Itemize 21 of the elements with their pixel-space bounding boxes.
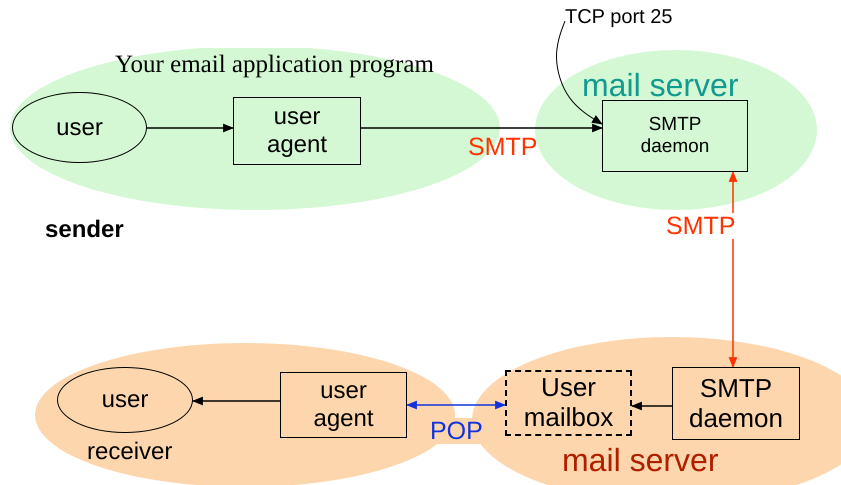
port-note: TCP port 25 xyxy=(565,6,710,36)
process-box: user agent xyxy=(233,97,361,165)
server-region xyxy=(535,50,818,210)
arrow xyxy=(406,400,506,410)
user-ellipse: user xyxy=(57,367,193,433)
arrow xyxy=(630,402,672,410)
edge-label: SMTP xyxy=(467,134,538,160)
leader-line xyxy=(556,20,603,125)
process-box: SMTP daemon xyxy=(602,100,748,172)
arrow xyxy=(192,396,280,406)
mailbox-box: User mailbox xyxy=(505,370,632,436)
process-box: SMTP daemon xyxy=(672,367,800,440)
user-ellipse: user xyxy=(12,92,147,163)
arrow xyxy=(361,124,604,132)
arrow xyxy=(147,124,234,132)
edge-label: SMTP xyxy=(664,213,738,240)
role-caption: receiver xyxy=(87,439,172,466)
region-heading: Your email application program xyxy=(115,51,434,78)
role-caption: sender xyxy=(45,217,124,244)
process-box: user agent xyxy=(280,372,407,438)
region-heading: mail server xyxy=(562,443,718,478)
